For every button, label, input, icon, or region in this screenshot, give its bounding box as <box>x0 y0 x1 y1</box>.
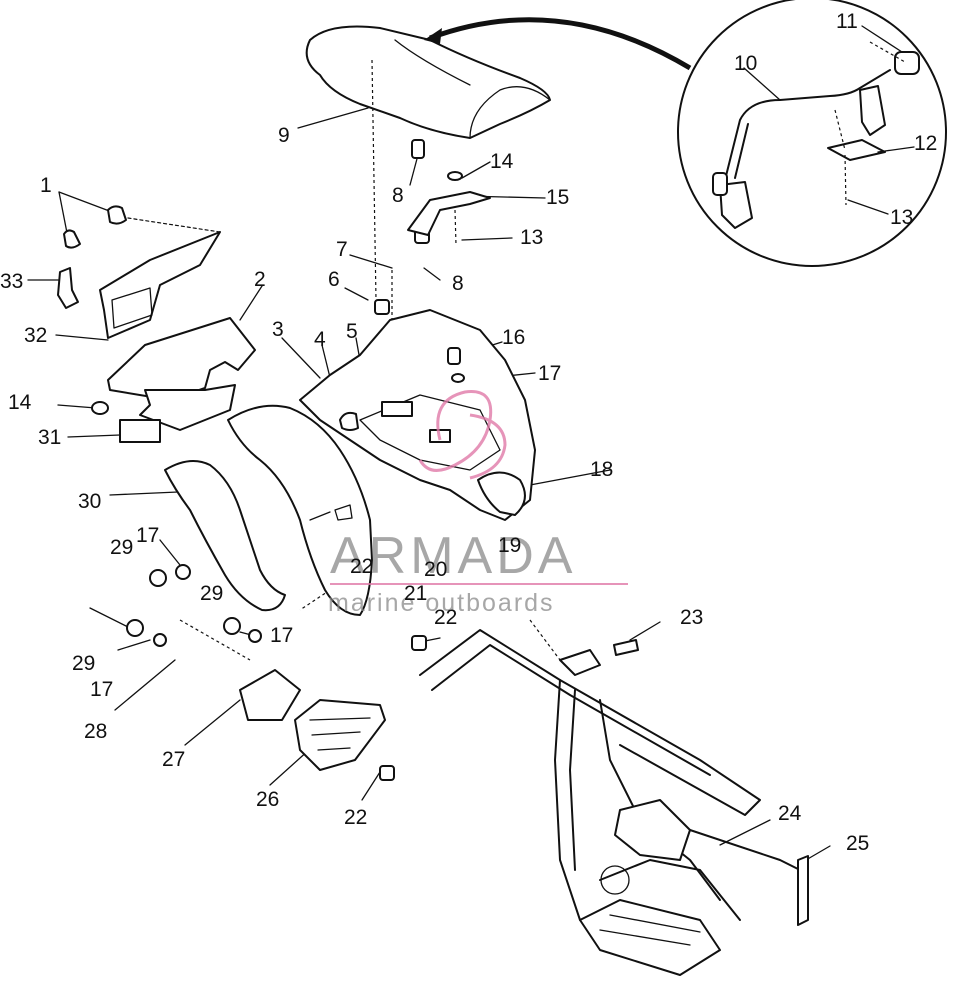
callout-9: 9 <box>278 124 290 147</box>
callout-25: 25 <box>846 832 869 855</box>
callout-17-right: 17 <box>538 362 561 385</box>
seat-latch-inset <box>677 0 947 267</box>
callout-14-left: 14 <box>8 391 32 414</box>
callout-17-left: 17 <box>136 524 159 547</box>
callout-5: 5 <box>346 320 358 343</box>
inset-arrow <box>429 17 692 71</box>
callout-21: 21 <box>404 582 427 605</box>
callout-6: 6 <box>328 268 340 291</box>
callout-20: 20 <box>424 558 447 581</box>
callout-23: 23 <box>680 606 703 629</box>
callout-13-main: 13 <box>520 226 543 249</box>
callout-32: 32 <box>24 324 47 347</box>
callout-28: 28 <box>84 720 107 743</box>
callout-4: 4 <box>314 328 326 351</box>
rear-fender-part <box>299 299 536 521</box>
watermark-tagline: marine outboards <box>328 589 555 617</box>
callout-17-low: 17 <box>90 678 113 701</box>
callout-29-low: 29 <box>72 652 95 675</box>
callout-labels: 1 2 3 4 5 6 7 8 8 9 10 11 12 13 13 14 14… <box>0 10 937 855</box>
callout-11: 11 <box>836 10 858 33</box>
callout-27: 27 <box>162 748 185 771</box>
hardware-upper <box>407 139 491 246</box>
hardware-lower <box>126 564 427 781</box>
callout-15: 15 <box>546 186 569 209</box>
callout-19: 19 <box>498 534 521 557</box>
callout-14-upper: 14 <box>490 150 514 173</box>
callout-16: 16 <box>502 326 525 349</box>
callout-10: 10 <box>734 52 757 75</box>
callout-33: 33 <box>0 270 23 293</box>
left-fender-part <box>164 404 373 616</box>
callout-7: 7 <box>336 238 348 261</box>
watermark-logo <box>418 390 507 480</box>
callout-22-mid: 22 <box>434 606 457 629</box>
callout-30: 30 <box>78 490 101 513</box>
frame-part <box>419 619 809 976</box>
seat-part <box>305 25 551 139</box>
callout-29-mid: 29 <box>200 582 223 605</box>
callout-13-inset: 13 <box>890 206 913 229</box>
callout-1: 1 <box>40 174 52 197</box>
callout-3: 3 <box>272 318 284 341</box>
watermark-brand: ARMADA <box>330 527 576 585</box>
callout-8-lower: 8 <box>452 272 464 295</box>
callout-26: 26 <box>256 788 279 811</box>
callout-29-left: 29 <box>110 536 133 559</box>
callout-22-low: 22 <box>344 806 367 829</box>
callout-31: 31 <box>38 426 61 449</box>
callout-2: 2 <box>254 268 266 291</box>
callout-24: 24 <box>778 802 802 825</box>
storage-box-part <box>57 205 256 443</box>
callout-17-mid: 17 <box>270 624 293 647</box>
callout-12: 12 <box>914 132 937 155</box>
callout-18: 18 <box>590 458 613 481</box>
inset-arrow-head <box>424 28 442 44</box>
callout-8-upper: 8 <box>392 184 404 207</box>
callout-22-upper: 22 <box>350 555 373 578</box>
